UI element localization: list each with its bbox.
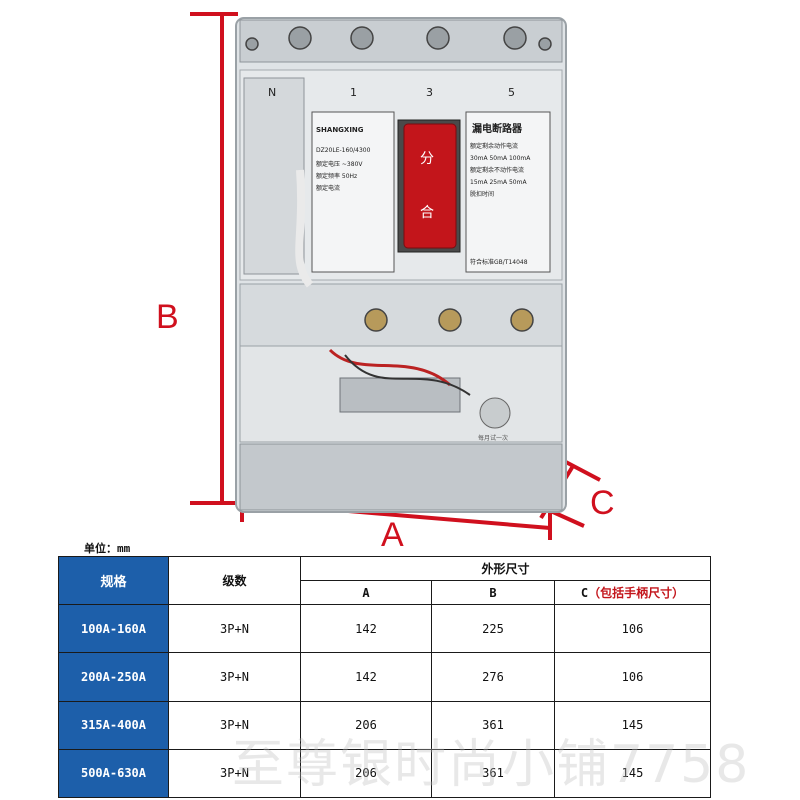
header-grade: 级数 [168,556,301,605]
cell-b: 361 [431,700,555,750]
unit-caption: 单位：mm [84,542,131,555]
rated-line-1: 额定频率 50Hz [316,172,357,180]
cell-b: 361 [431,748,555,799]
cell-grade: 3P+N [168,603,301,654]
cell-spec: 315A-400A [58,700,169,750]
header-spec: 规格 [58,556,169,605]
model-text: DZ20LE-160/4300 [316,147,371,154]
dimension-c-label: C [590,484,615,522]
cell-a: 142 [300,652,432,702]
switch-label-open: 分 [420,151,434,167]
dimension-a-label: A [381,516,404,554]
table-header-row: 规格 级数 外形尺寸 [58,556,712,605]
pole-label-5: 5 [508,86,515,99]
cell-c: 106 [553,603,712,654]
pole-labels: N 1 3 5 [268,86,515,99]
middle-terminal-screws [364,308,534,332]
cell-b: 276 [431,652,555,702]
cell-a: 142 [300,603,432,654]
cell-grade: 3P+N [168,652,301,702]
header-c-note: （包括手柄尺寸） [588,586,685,600]
dimension-b-label: B [156,298,179,336]
cell-spec: 500A-630A [58,748,169,799]
cell-a: 206 [300,700,432,750]
table-row: 500A-630A 3P+N 206 361 145 [58,748,712,799]
right-line-3: 15mA 25mA 50mA [470,179,527,186]
cell-b: 225 [431,603,555,654]
table-row: 315A-400A 3P+N 206 361 145 [58,700,712,750]
label-panel-text: SHANGXING DZ20LE-160/4300 额定电压 ~380V 额定频… [316,126,371,192]
title-cn-text: 漏电断路器 [472,122,523,135]
right-line-0: 额定剩余动作电流 [470,142,518,150]
pole-label-1: 1 [350,86,357,99]
header-c-main: C [580,586,589,600]
breaker-drawing: N 1 3 5 分 合 SHANGXING DZ20LE-160/4300 额定… [190,12,601,544]
header-a: A [300,580,432,605]
spec-table: 规格 级数 外形尺寸 A B C（包括手柄尺寸） 100A-160A 3P+N … [58,556,712,799]
cell-spec: 200A-250A [58,652,169,702]
table-row: 100A-160A 3P+N 142 225 106 [58,603,712,654]
cell-c: 145 [553,748,712,799]
rated-line-0: 额定电压 ~380V [316,160,363,168]
switch-handle: 分 合 [397,119,461,253]
cell-spec: 100A-160A [58,603,169,654]
header-c: C（包括手柄尺寸） [553,580,712,605]
brand-text: SHANGXING [316,126,364,134]
standard-text: 符合标准GB/T14048 [470,258,528,266]
rated-line-2: 额定电流 [316,184,340,192]
right-line-1: 30mA 50mA 100mA [470,155,531,162]
table-subheader-row: A B C（包括手柄尺寸） [59,580,712,605]
table-row: 200A-250A 3P+N 142 276 106 [58,652,712,702]
pole-label-n: N [268,86,276,99]
test-label-text: 每月试一次 [478,434,508,442]
dimension-b-line [190,12,238,505]
switch-label-close: 合 [420,205,434,221]
cell-grade: 3P+N [168,748,301,799]
pole-label-3: 3 [426,86,433,99]
right-line-2: 额定剩余不动作电流 [470,166,524,174]
cell-grade: 3P+N [168,700,301,750]
right-panel-text: 漏电断路器 额定剩余动作电流 30mA 50mA 100mA 额定剩余不动作电流… [470,122,531,266]
cell-c: 145 [553,700,712,750]
product-illustration: N 1 3 5 分 合 SHANGXING DZ20LE-160/4300 额定… [156,12,615,552]
header-b: B [431,580,555,605]
right-line-4: 脱扣时间 [470,190,494,198]
cell-a: 206 [300,748,432,799]
cell-c: 106 [553,652,712,702]
top-terminal-screws [245,26,552,51]
header-dims: 外形尺寸 [299,556,712,581]
